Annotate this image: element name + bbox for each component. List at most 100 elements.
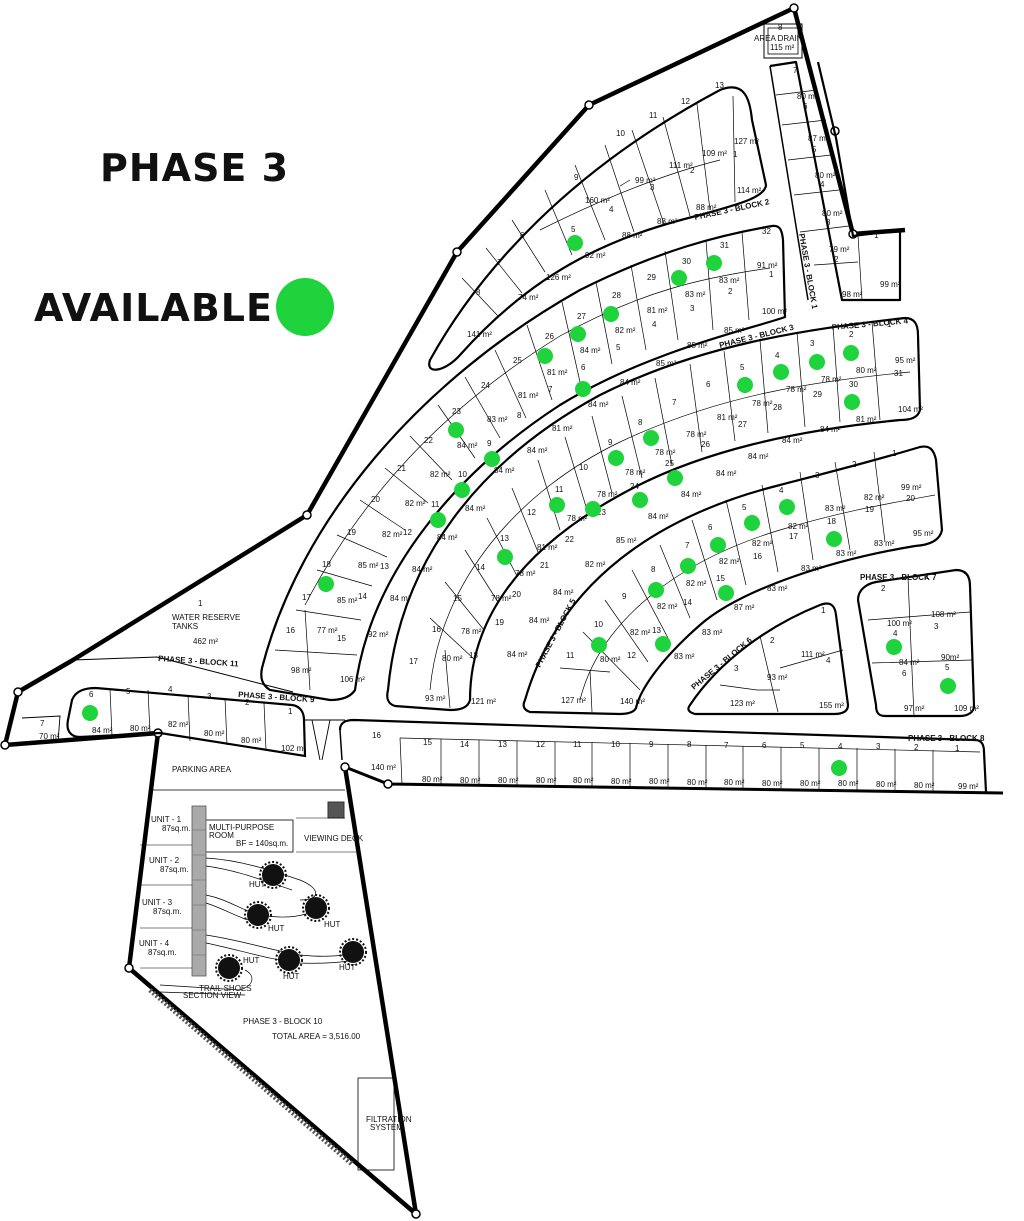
lot-area: 80 m²: [611, 777, 632, 786]
lot-number: 30: [682, 257, 691, 266]
available-lot-marker[interactable]: [575, 381, 591, 397]
lot-area: 111 m²: [801, 650, 825, 659]
lot-area: 82 m²: [719, 557, 740, 566]
block-8: [338, 718, 988, 793]
available-lot-marker[interactable]: [448, 422, 464, 438]
available-lot-marker[interactable]: [430, 512, 446, 528]
lot-area: 97 m²: [904, 704, 925, 713]
lot-number: 16: [286, 626, 295, 635]
available-lot-marker[interactable]: [484, 451, 500, 467]
lot-number: 14: [460, 740, 469, 749]
available-lot-marker[interactable]: [648, 582, 664, 598]
available-lot-marker[interactable]: [643, 430, 659, 446]
available-lot-marker[interactable]: [318, 576, 334, 592]
lot-number: 6: [706, 380, 711, 389]
lot-area: 84 m²: [465, 504, 486, 513]
lot-area: 84 m²: [782, 436, 803, 445]
available-lot-marker[interactable]: [655, 636, 671, 652]
available-lot-marker[interactable]: [809, 354, 825, 370]
available-lot-marker[interactable]: [585, 501, 601, 517]
unit-3-area: 87sq.m.: [153, 907, 181, 916]
unit-1-area: 87sq.m.: [162, 824, 190, 833]
available-lot-marker[interactable]: [940, 678, 956, 694]
lot-area: 100 m²: [887, 619, 912, 628]
available-lot-marker[interactable]: [671, 270, 687, 286]
available-lot-marker[interactable]: [570, 326, 586, 342]
available-lot-marker[interactable]: [831, 760, 847, 776]
lot-area: 84 m²: [580, 346, 601, 355]
lot-number: 1: [821, 606, 826, 615]
available-lot-marker[interactable]: [591, 637, 607, 653]
lot-area: 82 m²: [585, 560, 606, 569]
total-area-label: TOTAL AREA = 3,516.00: [272, 1032, 361, 1041]
available-lot-marker[interactable]: [843, 345, 859, 361]
hut-label: HUT: [339, 963, 356, 972]
available-lot-marker[interactable]: [632, 492, 648, 508]
lot-area: 155 m²: [819, 701, 844, 710]
lot-area: 80 m²: [822, 209, 843, 218]
lot-area: 80 m²: [573, 776, 594, 785]
lot-number: 1: [874, 231, 879, 240]
lot-area: 82 m²: [864, 493, 885, 502]
available-lot-marker[interactable]: [773, 364, 789, 380]
lot-area: 81 m²: [518, 391, 539, 400]
lot-area: 78 m²: [655, 448, 676, 457]
lot-number: 29: [813, 390, 822, 399]
lot-number: 6: [902, 669, 907, 678]
lot-number: 11: [573, 740, 582, 749]
lot-area: 78 m²: [461, 627, 482, 636]
lot-number: 5: [742, 503, 747, 512]
lot-area: 74 m²: [518, 293, 539, 302]
lot-number: 32: [762, 227, 771, 236]
lot-area: 84 m²: [494, 466, 515, 475]
lot-number: 27: [738, 420, 747, 429]
available-lot-marker[interactable]: [680, 558, 696, 574]
available-lot-marker[interactable]: [826, 531, 842, 547]
lot-area: 80 m²: [687, 778, 708, 787]
lot-number: 11: [555, 485, 564, 494]
lot-number: 4: [609, 205, 614, 214]
available-lot-marker[interactable]: [744, 515, 760, 531]
available-lot-marker[interactable]: [886, 639, 902, 655]
lot-number: 4: [820, 180, 825, 189]
lot-number: 4: [826, 656, 831, 665]
hut-label: HUT: [243, 956, 260, 965]
available-lot-marker[interactable]: [737, 377, 753, 393]
lot-number: 9: [649, 740, 654, 749]
available-lot-marker[interactable]: [603, 306, 619, 322]
block-7: [856, 568, 976, 718]
lot-area: 98 m²: [842, 290, 863, 299]
available-lot-marker[interactable]: [454, 482, 470, 498]
lot-area: 123 m²: [730, 699, 755, 708]
available-lot-marker[interactable]: [82, 705, 98, 721]
lot-area: 83 m²: [674, 652, 695, 661]
lot-area: 140 m²: [371, 763, 396, 772]
lot-area: 111 m²: [669, 161, 693, 170]
lot-area: 80 m²: [762, 779, 783, 788]
lot-area: 85 m²: [724, 326, 745, 335]
available-lot-marker[interactable]: [567, 235, 583, 251]
lot-number: 10: [594, 620, 603, 629]
lot-number: 11: [649, 111, 658, 120]
lot-area: 80 m²: [241, 736, 262, 745]
lot-area: 85 m²: [337, 596, 358, 605]
available-lot-marker[interactable]: [497, 549, 513, 565]
lot-number: 5: [571, 225, 576, 234]
available-lot-marker[interactable]: [710, 537, 726, 553]
lot-number: 27: [577, 312, 586, 321]
available-lot-marker[interactable]: [706, 255, 722, 271]
available-lot-marker[interactable]: [844, 394, 860, 410]
available-lot-marker[interactable]: [667, 470, 683, 486]
lot-area: 84 m²: [748, 452, 769, 461]
available-lot-marker[interactable]: [608, 450, 624, 466]
available-lot-marker[interactable]: [549, 497, 565, 513]
lot-number: 12: [681, 97, 690, 106]
lot-area: 80 m²: [876, 780, 897, 789]
available-lot-marker[interactable]: [718, 585, 734, 601]
lot-number: 18: [827, 517, 836, 526]
available-lot-marker[interactable]: [537, 348, 553, 364]
lot-area: 109 m²: [702, 149, 727, 158]
available-lot-marker[interactable]: [779, 499, 795, 515]
mpr-label-1: MULTI-PURPOSE: [209, 823, 274, 832]
